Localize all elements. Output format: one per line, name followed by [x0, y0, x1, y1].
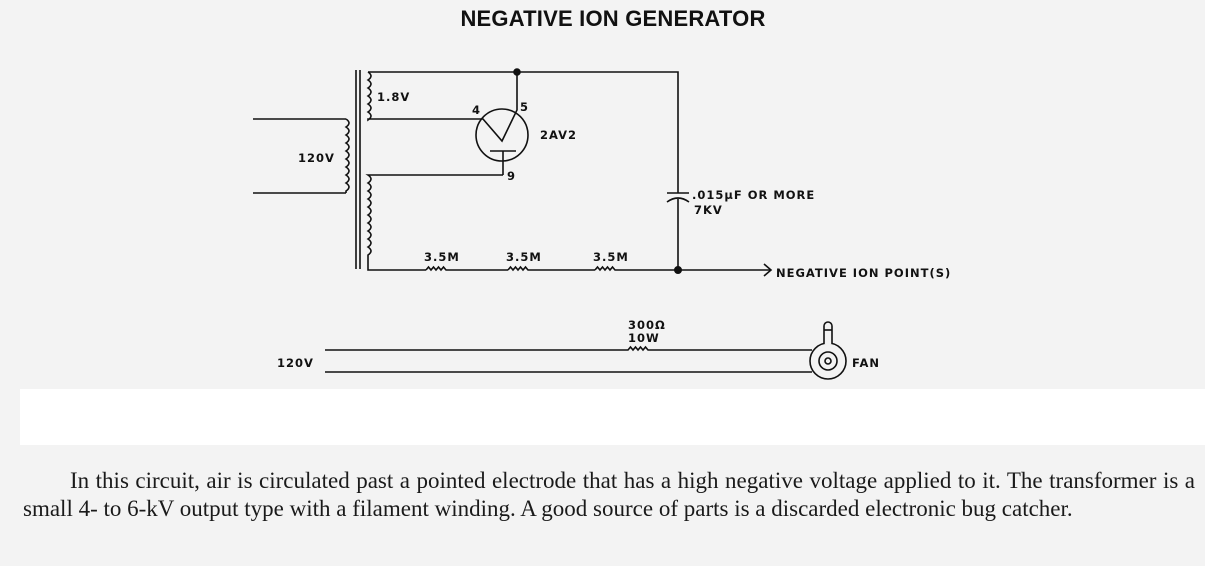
fan-supply-label: 120V	[277, 356, 314, 370]
hv-secondary-winding	[365, 174, 773, 277]
transformer-core	[355, 70, 361, 269]
fan-label: FAN	[852, 356, 880, 370]
fan-motor-icon	[809, 321, 847, 380]
junction-dot	[513, 68, 521, 76]
fan-circuit-wires	[325, 345, 812, 373]
tube-pin-9: 9	[507, 169, 516, 183]
tube-pin-5: 5	[520, 100, 529, 114]
caption-paragraph: In this circuit, air is circulated past …	[23, 468, 1195, 521]
capacitor-plates	[666, 192, 690, 203]
blank-area	[20, 389, 1205, 445]
tube-pin-4: 4	[472, 103, 481, 117]
diagram-title: NEGATIVE ION GENERATOR	[460, 6, 766, 31]
tube-type-label: 2AV2	[540, 128, 577, 142]
rectifier-tube	[475, 108, 529, 175]
transformer-primary	[253, 118, 350, 194]
fan-resistor-power: 10W	[628, 331, 660, 345]
fan-resistor-value: 300Ω	[628, 318, 666, 332]
junction-dot	[673, 265, 682, 274]
filament-winding	[366, 71, 679, 270]
resistor-1-label: 3.5M	[424, 250, 460, 264]
primary-voltage-label: 120V	[298, 151, 335, 165]
capacitor-value-label: .015µF OR MORE	[692, 188, 815, 202]
filament-voltage-label: 1.8V	[377, 90, 410, 104]
resistor-3-label: 3.5M	[593, 250, 629, 264]
output-label: NEGATIVE ION POINT(S)	[776, 266, 951, 280]
resistor-2-label: 3.5M	[506, 250, 542, 264]
capacitor-voltage-label: 7KV	[694, 203, 723, 217]
